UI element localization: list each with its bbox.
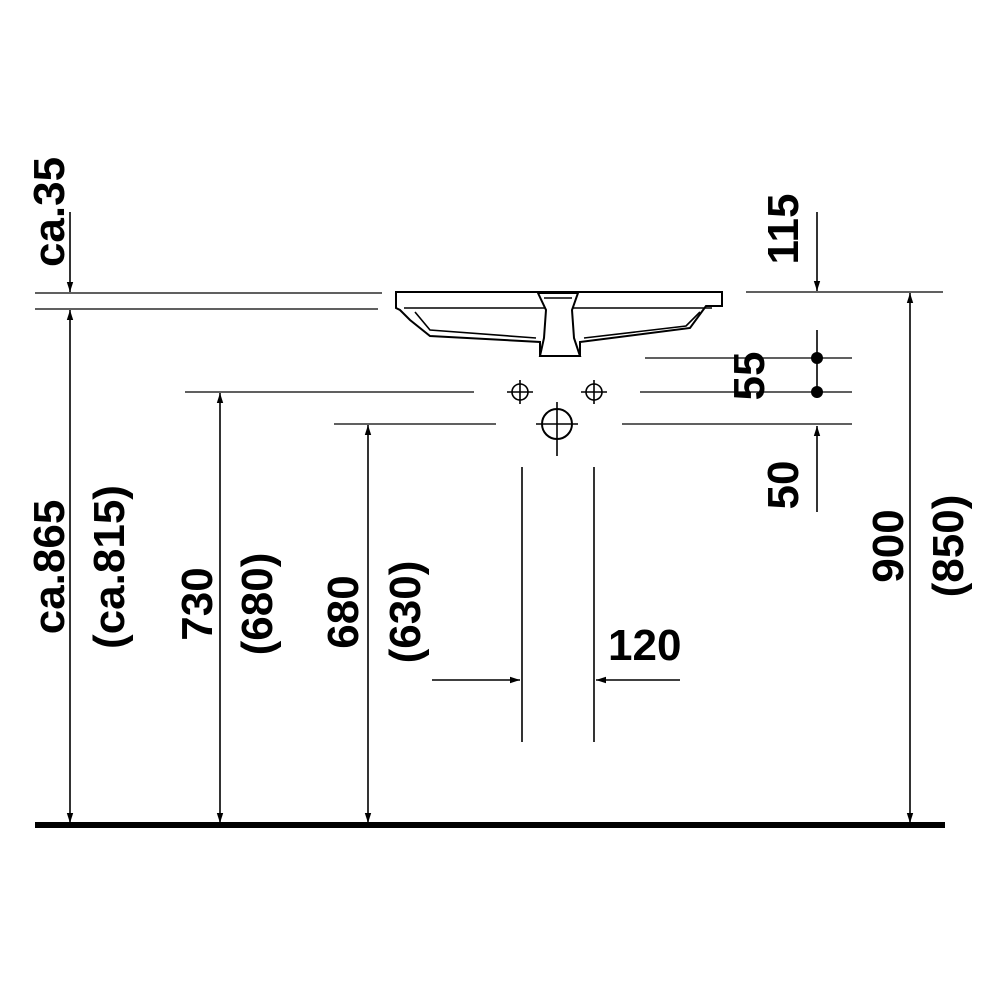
tap-hole-left-symbol: [507, 380, 533, 404]
label-ca35: ca.35: [25, 157, 74, 267]
label-120: 120: [608, 621, 681, 670]
washbasin-outline: [395, 291, 723, 357]
label-50: 50: [759, 461, 808, 510]
d55-top-dot: [811, 352, 823, 364]
label-900: 900: [864, 509, 913, 582]
label-680-paren: (680): [233, 553, 282, 656]
label-630-paren: (630): [381, 561, 430, 664]
label-850-paren: (850): [924, 495, 973, 598]
label-55: 55: [725, 352, 774, 401]
label-115: 115: [759, 194, 808, 265]
label-680: 680: [319, 575, 368, 648]
label-ca815: (ca.815): [85, 485, 134, 649]
label-730: 730: [173, 567, 222, 640]
d55-bottom-dot: [811, 386, 823, 398]
waste-outlet-symbol: [536, 402, 578, 456]
tap-hole-right-symbol: [581, 380, 607, 404]
label-ca865: ca.865: [25, 500, 74, 635]
